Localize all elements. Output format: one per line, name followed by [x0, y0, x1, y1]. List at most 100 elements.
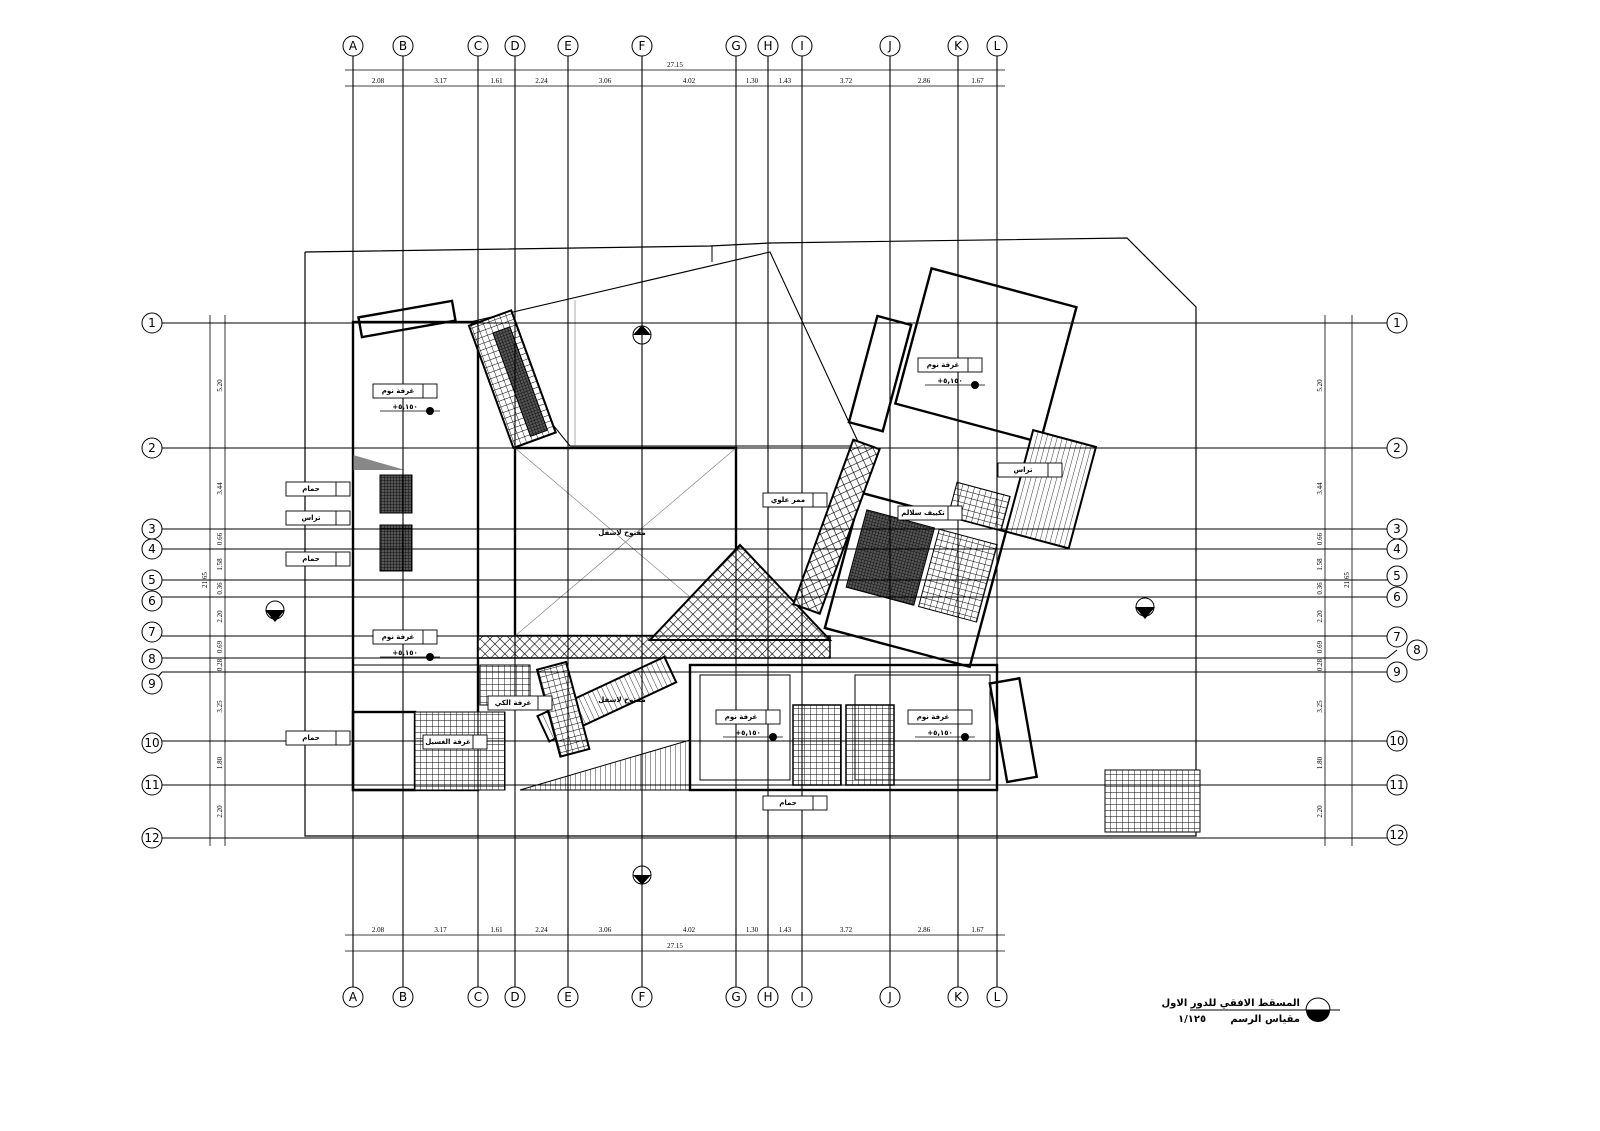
grid-label: 2	[148, 441, 156, 455]
grid-bubble-F: F	[631, 35, 653, 57]
grid-bubble-E: E	[557, 35, 579, 57]
room-tag-bedroom-4: غرفة نوم+٥,١٥٠	[907, 709, 975, 741]
grid-bubble-A: A	[342, 986, 364, 1008]
grid-label: C	[474, 990, 482, 1004]
dimension-value: 4.02	[683, 926, 696, 934]
room-label: تراس	[1013, 466, 1032, 474]
drawing-title: المسقط الافقي للدور الاول	[1161, 998, 1300, 1009]
grid-bubble-C: C	[467, 35, 489, 57]
grid-bubble-F: F	[631, 986, 653, 1008]
room-tag-open-below_2: مفتوح لاسفل	[598, 696, 645, 704]
dimension-total: 27.15	[667, 61, 683, 69]
grid-bubble-G: G	[725, 986, 747, 1008]
title-block: المسقط الافقي للدور الاول مقياس الرسم ١/…	[1161, 997, 1340, 1025]
dimension-value: 1.67	[971, 77, 984, 85]
grid-bubble-1: 1	[1386, 312, 1408, 334]
grid-label: 10	[1389, 734, 1404, 748]
dimension-value: 3.06	[599, 926, 612, 934]
dimension-value: 1.80	[216, 756, 224, 769]
dimension-value: 5.20	[216, 379, 224, 392]
grid-bubble-I: I	[791, 35, 813, 57]
grid-bubble-11: 11	[141, 774, 163, 796]
dimension-value: 3.17	[434, 77, 447, 85]
dimension-value: 3.25	[1316, 700, 1324, 713]
dimension-value: 3.72	[840, 926, 853, 934]
room-label: تكييف سلالم	[901, 509, 945, 517]
dimension-value: 2.20	[216, 610, 224, 623]
room-tag-laundry: غرفة الغسيل	[422, 734, 488, 750]
grid-label: H	[763, 39, 772, 53]
grid-label: F	[639, 39, 646, 53]
grid-label: 1	[1393, 316, 1401, 330]
grid-bubble-G: G	[725, 35, 747, 57]
dimension-value: 1.43	[779, 926, 792, 934]
dimension-value: 1.43	[779, 77, 792, 85]
grid-label: 5	[1393, 569, 1401, 583]
grid-bubble-3: 3	[1386, 518, 1408, 540]
dimension-value: 2.24	[535, 77, 548, 85]
dimension-value: 0.66	[216, 532, 224, 545]
section-marker-right	[1135, 597, 1155, 619]
dimension-value: 3.17	[434, 926, 447, 934]
grid-label: L	[994, 990, 1001, 1004]
room-tag-bedroom-3: غرفة نوم+٥,١٥٠	[715, 709, 783, 741]
grid-bubble-9: 9	[141, 671, 163, 695]
room-label: حمام	[302, 555, 320, 563]
grid-label: H	[763, 990, 772, 1004]
grid-label: 12	[144, 831, 159, 845]
grid-bubble-4: 4	[1386, 538, 1408, 560]
dimension-value: 1.30	[746, 926, 759, 934]
room-tag-bedroom-1: غرفة نوم+٥,١٥٠	[372, 383, 440, 415]
room-tag-terrace-1: تراس	[285, 510, 351, 526]
hatched-plot	[1104, 769, 1201, 833]
grid-bubble-K: K	[947, 986, 969, 1008]
grid-label: 2	[1393, 441, 1401, 455]
grid-label: 9	[1393, 665, 1401, 679]
grid-bubble-C: C	[467, 986, 489, 1008]
room-tag-open-below_1: مفتوح لاسفل	[598, 529, 645, 537]
grid-label: A	[349, 39, 358, 53]
level-label: +٥,١٥٠	[392, 649, 418, 657]
dimension-value: 3.44	[216, 482, 224, 495]
room-label: ممر علوي	[771, 496, 805, 504]
dimension-value: 1.61	[490, 926, 503, 934]
grid-bubble-12: 12	[141, 827, 163, 849]
grid-bubble-L: L	[986, 986, 1008, 1008]
room-label: حمام	[779, 799, 797, 807]
room-label: غرفة نوم	[382, 633, 415, 641]
room-label: غرفة نوم	[382, 387, 415, 395]
dimension-value: 3.25	[216, 700, 224, 713]
grid-label: 5	[148, 573, 156, 587]
grid-label: 6	[148, 594, 156, 608]
dimension-value: 3.44	[1316, 482, 1324, 495]
grid-label: 3	[1393, 522, 1401, 536]
grid-bubble-D: D	[504, 986, 526, 1008]
grid-bubble-2: 2	[1386, 437, 1408, 459]
grid-bubble-E: E	[557, 986, 579, 1008]
grid-bubble-4: 4	[141, 538, 163, 560]
grid-bubble-7: 7	[141, 621, 163, 643]
grid-label: L	[994, 39, 1001, 53]
grid-bubble-2: 2	[141, 437, 163, 459]
grid-label: K	[954, 990, 963, 1004]
room-label: حمام	[302, 485, 320, 493]
dimension-value: 2.20	[1316, 610, 1324, 623]
grid-bubble-J: J	[879, 986, 901, 1008]
grid-bubble-B: B	[392, 35, 414, 57]
room-tag-bath-3: حمام	[285, 730, 351, 746]
grid-bubble-6: 6	[1386, 586, 1408, 608]
dimension-total: 21.65	[1343, 572, 1351, 588]
dimension-value: 2.86	[918, 926, 931, 934]
grid-label: G	[731, 990, 740, 1004]
grid-bubble-5: 5	[141, 569, 163, 591]
room-tag-bedroom-5: غرفة نوم+٥,١٥٠	[917, 357, 985, 389]
room-label: مفتوح لاسفل	[598, 529, 645, 537]
grid-label: 4	[1393, 542, 1401, 556]
dimension-value: 1.30	[746, 77, 759, 85]
grid-bubble-10: 10	[141, 732, 163, 754]
grid-bubble-8: 8	[141, 648, 163, 670]
room-label: حمام	[302, 734, 320, 742]
scale-label: مقياس الرسم	[1230, 1014, 1300, 1025]
dimension-value: 0.36	[216, 582, 224, 595]
